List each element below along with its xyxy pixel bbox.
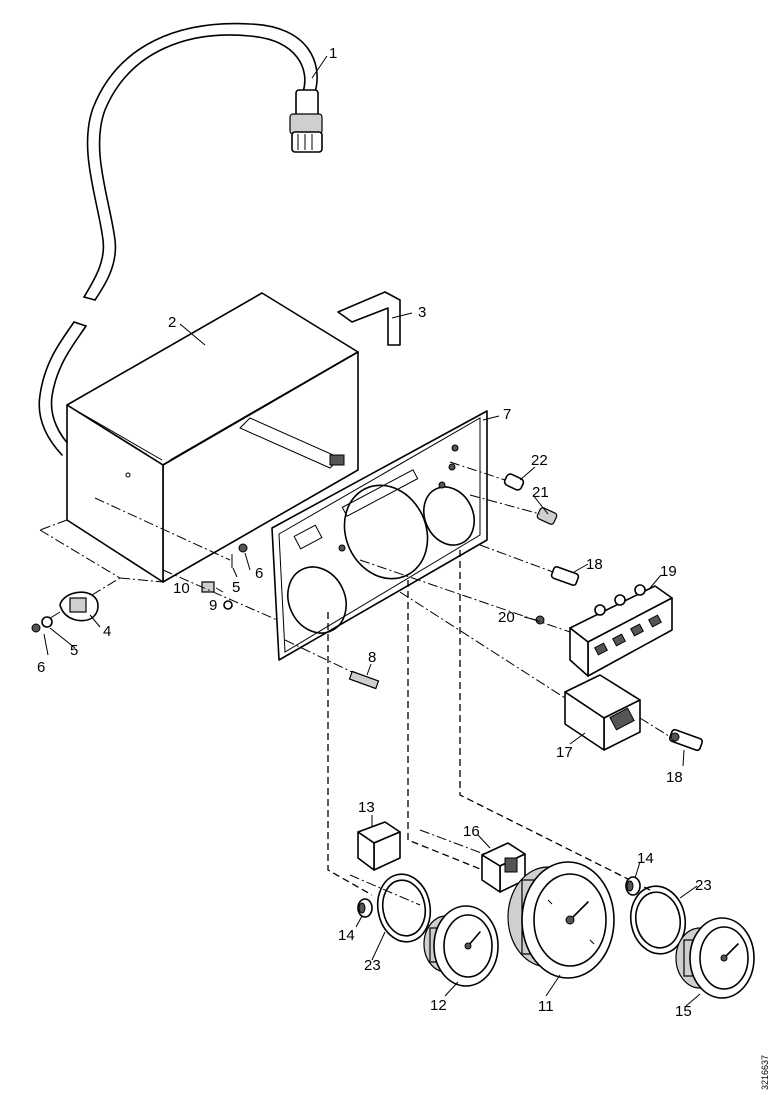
l-bracket — [337, 291, 401, 346]
front-panel — [271, 410, 488, 661]
callout-6b: 6 — [37, 659, 45, 676]
callout-6a: 6 — [255, 565, 263, 582]
callout-23a: 23 — [364, 957, 381, 974]
callout-15: 15 — [675, 1003, 692, 1020]
connector-block-13 — [357, 821, 401, 871]
callout-4: 4 — [103, 623, 111, 640]
callout-23b: 23 — [695, 877, 712, 894]
callout-9: 9 — [209, 597, 217, 614]
callout-8: 8 — [368, 649, 376, 666]
reference-code: 3216637 — [760, 1055, 770, 1090]
screw — [284, 639, 380, 690]
callout-13: 13 — [358, 799, 375, 816]
callout-1: 1 — [329, 45, 337, 62]
callout-2: 2 — [168, 314, 176, 331]
callout-labels: 1 2 3 4 5 5 6 6 7 8 9 10 11 12 13 14 14 … — [37, 45, 712, 1020]
callout-17: 17 — [556, 744, 573, 761]
leader-lines — [43, 55, 701, 1007]
instrument-housing — [39, 292, 359, 583]
bulbs-right — [449, 461, 580, 587]
callout-10: 10 — [173, 580, 190, 597]
relay-block — [399, 591, 673, 751]
callout-19: 19 — [660, 563, 677, 580]
gauge-11 — [507, 861, 615, 979]
callout-14b: 14 — [637, 850, 654, 867]
routing-lines — [327, 550, 651, 906]
warning-light-module — [359, 559, 673, 677]
callout-18b: 18 — [666, 769, 683, 786]
switch-assembly — [31, 577, 121, 633]
callout-5a: 5 — [232, 579, 240, 596]
callout-11: 11 — [538, 998, 554, 1015]
cable-connector — [289, 89, 323, 153]
callout-21: 21 — [532, 484, 549, 501]
gauge-15 — [675, 917, 755, 999]
callout-7: 7 — [503, 406, 511, 423]
callout-14a: 14 — [338, 927, 355, 944]
callout-12: 12 — [430, 997, 447, 1014]
callout-18a: 18 — [586, 556, 603, 573]
bulb-lower — [668, 728, 704, 752]
connector-block-16 — [481, 842, 526, 893]
callout-5b: 5 — [70, 642, 78, 659]
callout-20: 20 — [498, 609, 515, 626]
gauge-12 — [423, 905, 499, 987]
callout-16: 16 — [463, 823, 480, 840]
callout-22: 22 — [531, 452, 548, 469]
callout-3: 3 — [418, 304, 426, 321]
lamp-holders-14 — [357, 876, 641, 918]
cable-harness — [38, 22, 318, 456]
sealing-rings-23 — [376, 873, 687, 955]
fasteners-left — [162, 543, 301, 631]
